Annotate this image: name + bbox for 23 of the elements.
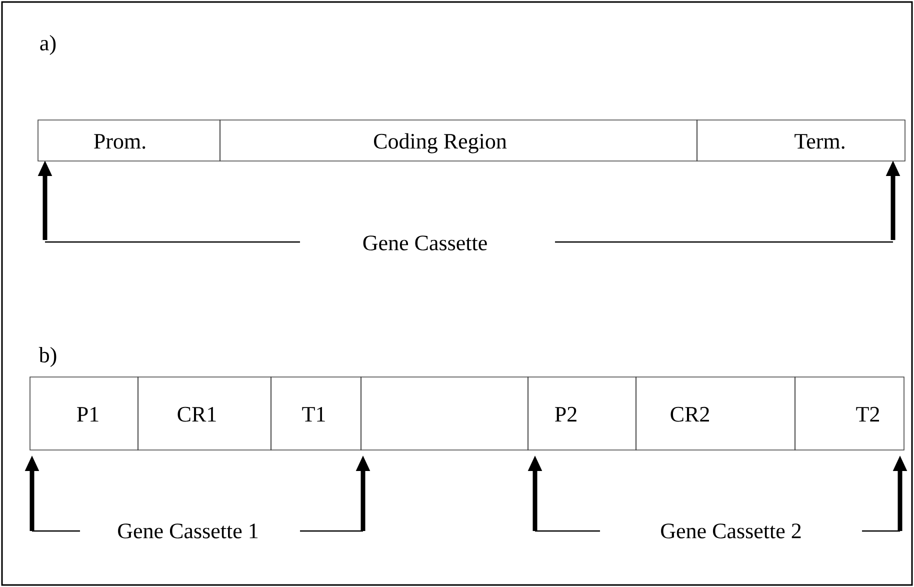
bracket-label: Gene Cassette 2 [661,524,801,538]
label-text: a) [40,35,56,55]
segment-box [30,376,138,450]
segment-label: Coding Region [374,133,507,154]
segment-label: P1 [77,406,98,422]
segment-label: P2 [555,406,576,422]
segment-box [360,376,528,450]
segment-box [270,376,362,450]
segment-label: Term. [794,134,844,149]
segment-label: Prom. [94,134,146,149]
bracket-label: Gene Cassette [363,236,487,250]
segment-box [220,120,698,162]
segment-label: T2 [856,406,880,422]
segment-box [138,376,272,450]
segment-box [636,376,796,450]
segment-label: CR2 [670,406,709,422]
segment-box [696,120,906,162]
segment-box [528,376,636,450]
segment-label: CR1 [178,406,216,422]
segment-label: T1 [302,406,325,422]
bracket-label: Gene Cassette 1 [118,524,258,538]
segment-box [38,120,220,162]
segment-box [794,376,904,450]
